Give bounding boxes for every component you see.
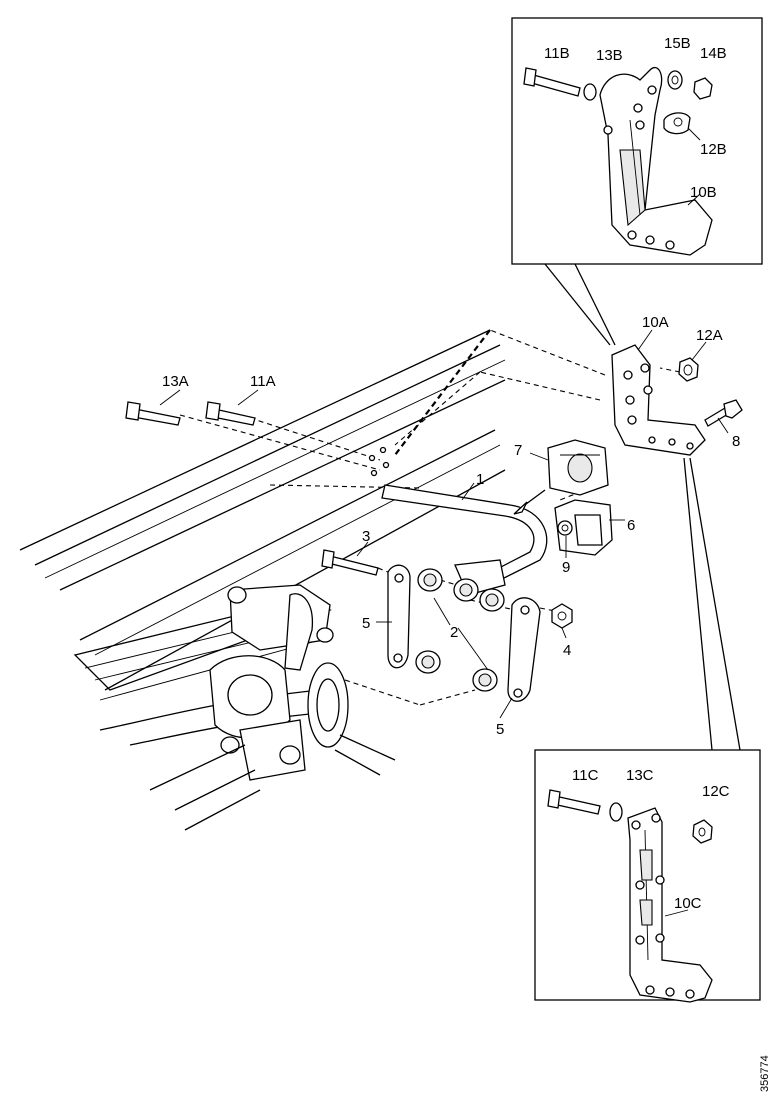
callout-10B: 10B (690, 184, 717, 201)
callout-14B: 14B (700, 45, 727, 62)
bolt-3 (321, 549, 379, 576)
callout-10C: 10C (674, 895, 702, 912)
callout-13B: 13B (596, 47, 623, 64)
link-rod-left (387, 564, 411, 669)
bolt-8 (704, 399, 743, 427)
bracket-10A (611, 344, 706, 456)
callout-10A: 10A (642, 314, 669, 331)
callout-2: 2 (450, 624, 458, 641)
bolt-11A (205, 401, 256, 426)
inset-c-pointer (683, 457, 741, 751)
callout-15B: 15B (664, 35, 691, 52)
callout-13A: 13A (162, 373, 189, 390)
callout-7: 7 (514, 442, 522, 459)
callout-6: 6 (627, 517, 635, 534)
callout-11B: 11B (544, 45, 570, 62)
callout-11A: 11A (250, 373, 276, 390)
callout-12A: 12A (696, 327, 723, 344)
inset-b-pointer (544, 263, 616, 346)
nut-4 (551, 603, 573, 629)
callout-12C: 12C (702, 783, 730, 800)
inset-c (534, 749, 761, 1003)
callout-9: 9 (562, 559, 570, 576)
leader-lines (159, 329, 729, 719)
callout-5-left: 5 (362, 615, 370, 632)
arrow-head (513, 501, 528, 515)
clamp-6 (554, 499, 613, 556)
callout-3: 3 (362, 528, 370, 545)
bushings-2 (415, 568, 505, 692)
assembly-guide-lines (179, 329, 681, 706)
callout-8: 8 (732, 433, 740, 450)
callout-13C: 13C (626, 767, 654, 784)
callout-12B: 12B (700, 141, 727, 158)
inset-b (511, 17, 763, 265)
nut-12A (678, 357, 699, 382)
callout-5-right: 5 (496, 721, 504, 738)
bolt-13A (125, 401, 181, 426)
callout-11C: 11C (572, 767, 599, 784)
bushing-7 (547, 439, 609, 496)
link-rod-right (507, 597, 541, 702)
drawing-reference-number: 356774 (759, 1055, 771, 1092)
callout-1: 1 (476, 471, 484, 488)
axle-spring-assembly (73, 584, 396, 831)
callout-labels: 1 2 3 4 5 5 6 7 8 9 10A 11A 12A 13A 10B … (162, 35, 740, 912)
frame-holes (368, 446, 390, 477)
callout-4: 4 (563, 642, 571, 659)
chassis-frame-rails (19, 329, 506, 691)
bolt-9 (557, 520, 573, 536)
